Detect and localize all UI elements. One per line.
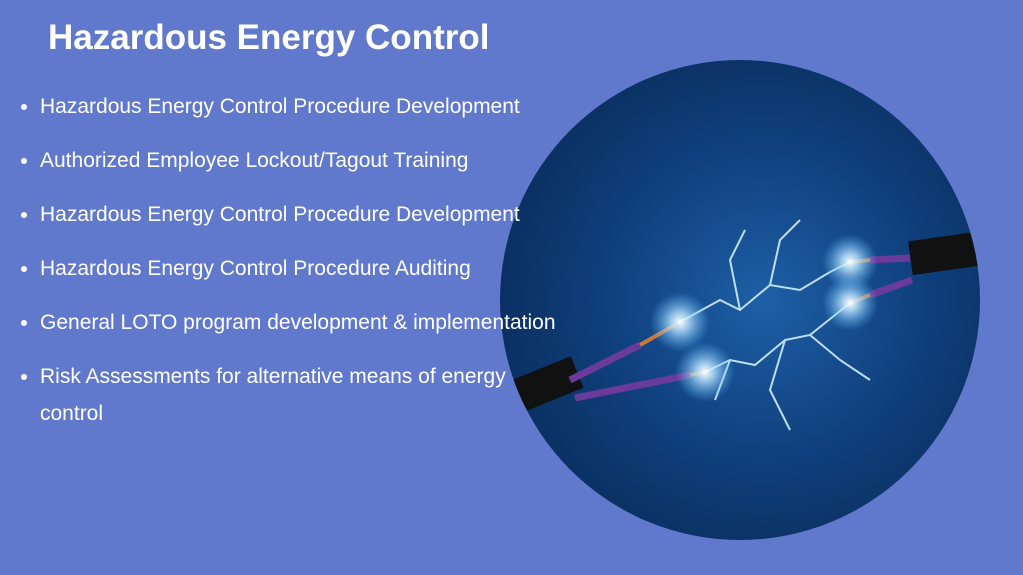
list-item: General LOTO program development & imple… xyxy=(40,304,560,341)
electric-cables-illustration xyxy=(500,219,980,431)
page-title: Hazardous Energy Control xyxy=(48,18,490,57)
list-item: Risk Assessments for alternative means o… xyxy=(40,358,560,432)
cable-right xyxy=(908,228,980,276)
list-item: Hazardous Energy Control Procedure Audit… xyxy=(40,250,560,287)
list-item: Authorized Employee Lockout/Tagout Train… xyxy=(40,142,560,179)
list-item: Hazardous Energy Control Procedure Devel… xyxy=(40,88,560,125)
electric-spark-image xyxy=(500,60,980,540)
list-item: Hazardous Energy Control Procedure Devel… xyxy=(40,196,560,233)
service-list: Hazardous Energy Control Procedure Devel… xyxy=(18,88,560,449)
